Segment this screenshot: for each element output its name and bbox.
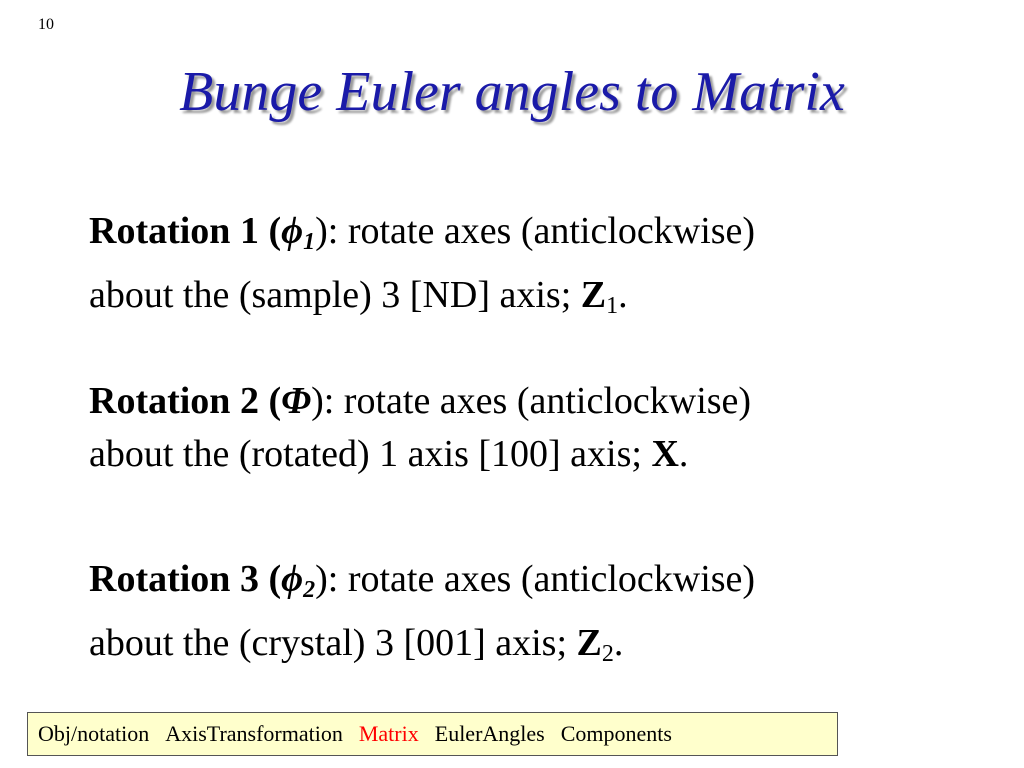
rotation-3-axis-text: about the (crystal) 3 [001] axis; [89, 622, 577, 664]
navigation-bar: Obj/notation AxisTransformation Matrix E… [27, 712, 838, 756]
rotation-3-line-1: Rotation 3 (ϕ2): rotate axes (anticlockw… [89, 553, 755, 617]
slide-number: 10 [38, 16, 54, 33]
rotation-2-matrix-symbol: X [651, 433, 679, 475]
rotation-3-label: Rotation 3 ( [89, 558, 282, 600]
rotation-1-line-2: about the (sample) 3 [ND] axis; Z1. [89, 269, 755, 333]
rotation-3-period: . [613, 622, 624, 664]
rotation-2-line-1: Rotation 2 (Φ): rotate axes (anticlockwi… [89, 375, 751, 428]
nav-link-matrix[interactable]: Matrix [358, 721, 419, 746]
rotation-1-matrix-subscript: 1 [606, 293, 619, 319]
rotation-3-matrix-subscript: 2 [601, 641, 614, 667]
rotation-2-line-2: about the (rotated) 1 axis [100] axis; X… [89, 428, 751, 481]
nav-link-axis-transformation[interactable]: AxisTransformation [165, 721, 343, 746]
nav-link-components[interactable]: Components [560, 721, 672, 746]
nav-link-euler-angles[interactable]: EulerAngles [434, 721, 545, 746]
slide-title: Bunge Euler angles to Matrix [179, 61, 845, 123]
rotation-3-close-paren: ) [315, 558, 328, 600]
rotation-1-label: Rotation 1 ( [89, 210, 282, 252]
rotation-3-paragraph: Rotation 3 (ϕ2): rotate axes (anticlockw… [89, 553, 755, 681]
rotation-1-line-1: Rotation 1 (ϕ1): rotate axes (anticlockw… [89, 205, 755, 269]
nav-link-obj-notation[interactable]: Obj/notation [38, 721, 150, 746]
rotation-3-line-2: about the (crystal) 3 [001] axis; Z2. [89, 617, 755, 681]
rotation-1-paragraph: Rotation 1 (ϕ1): rotate axes (anticlockw… [89, 205, 755, 333]
rotation-1-period: . [618, 274, 628, 316]
phi1-subscript: 1 [303, 229, 316, 255]
rotation-2-label: Rotation 2 ( [89, 380, 282, 422]
capital-phi-symbol: Φ [281, 380, 312, 422]
phi1-symbol: ϕ [281, 210, 304, 252]
rotation-3-matrix-symbol: Z [576, 622, 602, 664]
rotation-1-matrix-symbol: Z [580, 274, 607, 316]
rotation-2-period: . [678, 433, 689, 475]
rotation-1-axis-text: about the (sample) 3 [ND] axis; [89, 274, 581, 316]
rotation-3-description: : rotate axes (anticlockwise) [327, 558, 756, 600]
phi2-subscript: 2 [303, 577, 316, 603]
rotation-2-close-paren: ) [311, 380, 324, 422]
rotation-2-axis-text: about the (rotated) 1 axis [100] axis; [89, 433, 652, 475]
rotation-1-description: : rotate axes (anticlockwise) [327, 210, 756, 252]
rotation-2-description: : rotate axes (anticlockwise) [323, 380, 752, 422]
phi2-symbol: ϕ [281, 558, 304, 600]
rotation-2-paragraph: Rotation 2 (Φ): rotate axes (anticlockwi… [89, 375, 751, 481]
rotation-1-close-paren: ) [315, 210, 328, 252]
